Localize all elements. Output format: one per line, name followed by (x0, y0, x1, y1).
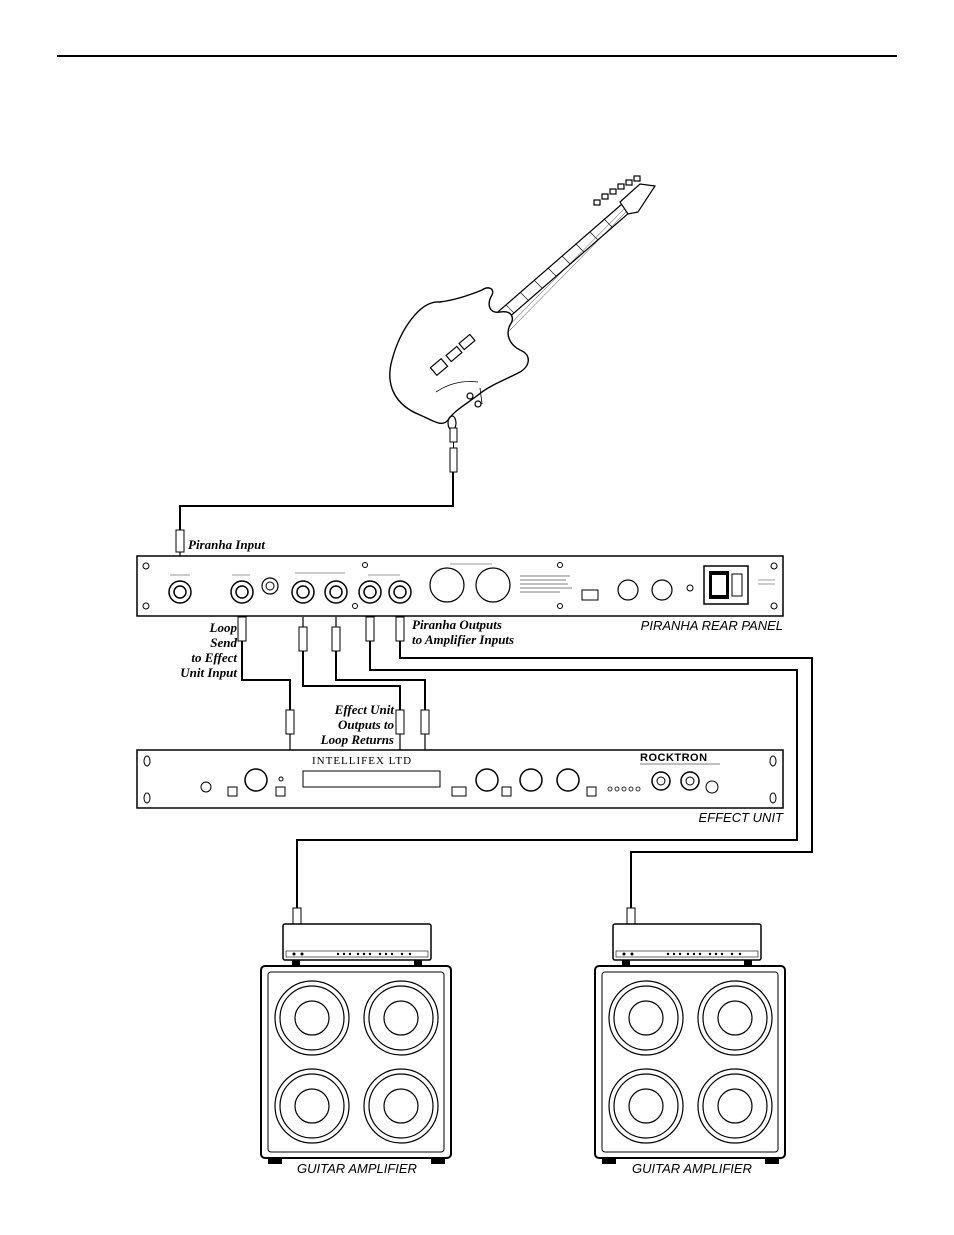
svg-text:Send: Send (210, 635, 237, 650)
label-piranha-outputs: Piranha Outputs to Amplifier Inputs (412, 617, 514, 647)
label-loop-send: Loop Send to Effect Unit Input (180, 620, 237, 680)
electric-guitar (390, 176, 655, 430)
label-guitar-amplifier-left: GUITAR AMPLIFIER (297, 1161, 417, 1176)
cable-loop-send (238, 617, 294, 750)
label-piranha-input: Piranha Input (188, 537, 265, 552)
svg-text:Loop Returns: Loop Returns (320, 732, 394, 747)
piranha-rear-panel (137, 556, 783, 616)
label-effect-unit: EFFECT UNIT (699, 810, 785, 825)
svg-text:Loop: Loop (209, 620, 238, 635)
effect-display-text: INTELLIFEX LTD (312, 755, 412, 767)
label-piranha-rear-panel: PIRANHA REAR PANEL (641, 618, 783, 633)
svg-text:Piranha Outputs: Piranha Outputs (412, 617, 502, 632)
guitar-amplifier-right (595, 924, 785, 1164)
guitar-amplifier-left (261, 924, 451, 1164)
effect-brand-logo: ROCKTRON (640, 752, 708, 764)
svg-text:Effect Unit: Effect Unit (334, 702, 395, 717)
effect-unit: INTELLIFEX LTD ROCKTRON (137, 750, 783, 808)
label-guitar-amplifier-right: GUITAR AMPLIFIER (632, 1161, 752, 1176)
label-effect-unit-outputs: Effect Unit Outputs to Loop Returns (320, 702, 395, 747)
svg-text:to Amplifier Inputs: to Amplifier Inputs (412, 632, 514, 647)
svg-text:to Effect: to Effect (191, 650, 237, 665)
svg-text:Unit Input: Unit Input (180, 665, 237, 680)
svg-text:Outputs to: Outputs to (338, 717, 394, 732)
